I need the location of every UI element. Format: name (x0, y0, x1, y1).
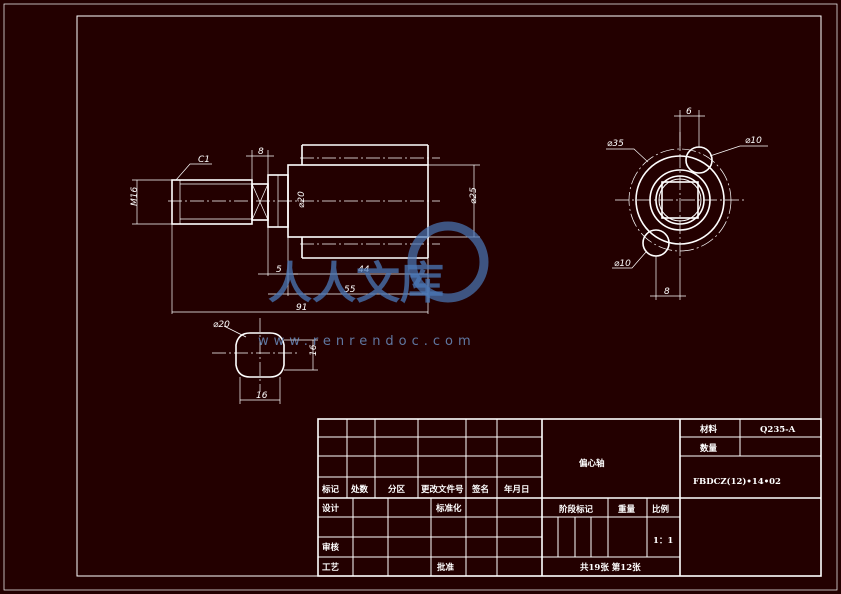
material-label: 材料 (699, 424, 718, 435)
dim-d35: ⌀35 (607, 139, 624, 149)
title-block: 偏心轴 材料 Q235-A 数量 FBDCZ(12)•14•02 标记 处数 分… (317, 418, 822, 577)
dim-sec-16v: 16 (309, 344, 319, 356)
rev-header-zone: 分区 (388, 484, 406, 495)
rev-header-sign: 签名 (471, 484, 489, 495)
quantity-label: 数量 (700, 443, 718, 454)
label-review: 审核 (322, 542, 340, 553)
label-stage-mark: 阶段标记 (559, 504, 594, 515)
scale-value: 1：1 (653, 536, 673, 546)
dim-d10-bottom: ⌀10 (614, 259, 631, 269)
rev-header-count: 处数 (350, 484, 369, 495)
label-weight: 重量 (618, 504, 636, 515)
rev-header-doc: 更改文件号 (421, 484, 464, 495)
material-value: Q235-A (760, 425, 796, 435)
part-name: 偏心轴 (579, 458, 605, 469)
dim-5: 5 (276, 265, 282, 275)
drawing-number: FBDCZ(12)•14•02 (693, 476, 781, 487)
watermark-text: 人人文库 (268, 258, 444, 309)
section-view: ⌀20 16 16 (212, 318, 319, 404)
rev-header-mark: 标记 (321, 484, 340, 495)
label-scale: 比例 (652, 504, 670, 515)
label-design: 设计 (322, 503, 340, 514)
dim-91: 91 (296, 303, 307, 313)
dim-d25: ⌀25 (469, 187, 479, 204)
side-view: 6 ⌀35 ⌀10 ⌀10 8 (606, 107, 768, 300)
label-approve: 批准 (437, 562, 455, 573)
sheet-count: 共19张 第12张 (580, 562, 641, 573)
dim-44: 44 (358, 265, 370, 275)
dim-sec-d20: ⌀20 (213, 320, 230, 330)
dim-8-top: 8 (258, 147, 264, 157)
watermark: 人人文库 www.renrendoc.com (258, 221, 489, 349)
rev-header-date: 年月日 (504, 484, 530, 495)
dim-m16: M16 (130, 187, 140, 206)
dim-6: 6 (686, 107, 692, 117)
dim-55: 55 (344, 285, 356, 295)
dim-sec-16h: 16 (256, 391, 268, 401)
outer-border (3, 3, 838, 591)
dim-d20: ⌀20 (297, 191, 307, 208)
dim-c1: C1 (198, 155, 210, 165)
dim-8-side: 8 (664, 287, 670, 297)
label-standardization: 标准化 (435, 503, 462, 514)
dim-d10-top: ⌀10 (745, 136, 762, 146)
watermark-url: www.renrendoc.com (258, 334, 476, 349)
label-process: 工艺 (322, 562, 340, 573)
